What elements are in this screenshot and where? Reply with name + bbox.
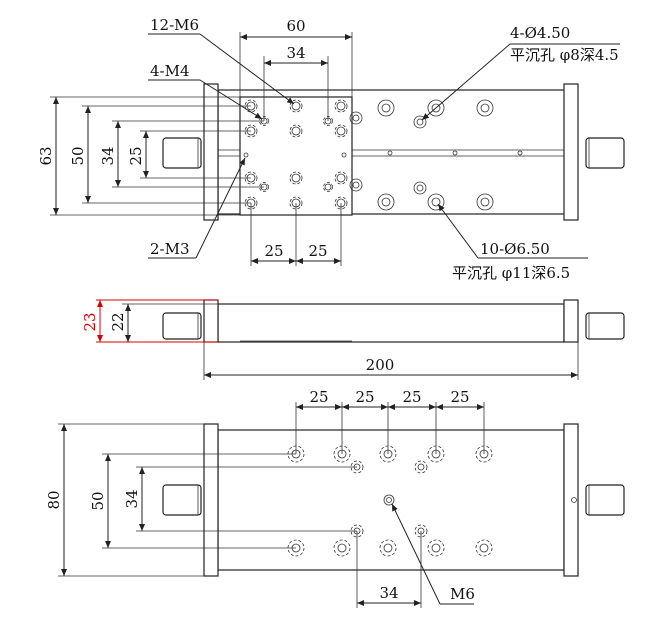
- label-4-phi-4-50: 4-Ø4.50: [510, 24, 570, 42]
- dim-50-bottom: 50: [89, 491, 107, 510]
- bottom-view: 25 25 25 25 80 50 34 34 M6: [45, 388, 625, 608]
- side-knob-left: [162, 312, 202, 340]
- dim-25-2: 25: [355, 388, 374, 406]
- dim-34-bottom: 34: [379, 584, 398, 602]
- dim-23: 23: [81, 312, 99, 331]
- dim-50: 50: [69, 146, 87, 165]
- bottom-knob-right: [585, 484, 625, 516]
- dim-25-bottom-a: 25: [264, 242, 283, 260]
- dim-25-bottom-b: 25: [308, 242, 327, 260]
- dim-25-1: 25: [309, 388, 328, 406]
- dim-25-left: 25: [127, 146, 145, 165]
- label-10-phi-counterbore: 平沉孔 φ11深6.5: [452, 264, 570, 282]
- label-4-m4: 4-M4: [150, 62, 190, 80]
- top-view-end-plate-left: [203, 83, 219, 221]
- side-end-right: [563, 299, 579, 343]
- label-4-phi-counterbore: 平沉孔 φ8深4.5: [510, 46, 619, 64]
- side-knob-right: [585, 312, 625, 340]
- side-end-left: [203, 299, 219, 343]
- bottom-knob-left: [162, 484, 202, 516]
- bottom-end-right: [563, 423, 579, 577]
- dim-25-3: 25: [402, 388, 421, 406]
- dim-200: 200: [366, 356, 395, 374]
- top-knob-left: [162, 137, 202, 169]
- top-knob-right: [585, 137, 625, 169]
- label-2-m3: 2-M3: [150, 240, 190, 258]
- dim-80: 80: [45, 490, 63, 509]
- bottom-end-left: [203, 423, 219, 577]
- dim-63: 63: [37, 146, 55, 165]
- label-12-m6: 12-M6: [150, 16, 199, 34]
- dim-34-top: 34: [286, 44, 305, 62]
- label-m6: M6: [450, 585, 475, 603]
- top-view: 60 34 63 50 34 25 25 25: [37, 16, 625, 282]
- dim-25-4: 25: [450, 388, 469, 406]
- label-10-phi-6-50: 10-Ø6.50: [480, 240, 550, 258]
- dim-60: 60: [286, 17, 305, 35]
- dim-22: 22: [109, 312, 127, 331]
- side-view-body: [217, 303, 565, 343]
- side-view: 23 22 200: [81, 299, 625, 380]
- dim-34-left: 34: [99, 146, 117, 165]
- counterbore-holes: [349, 99, 494, 211]
- dim-34-bottom-left: 34: [123, 489, 141, 508]
- bottom-view-body: [217, 429, 565, 571]
- top-view-end-plate-right: [563, 83, 579, 221]
